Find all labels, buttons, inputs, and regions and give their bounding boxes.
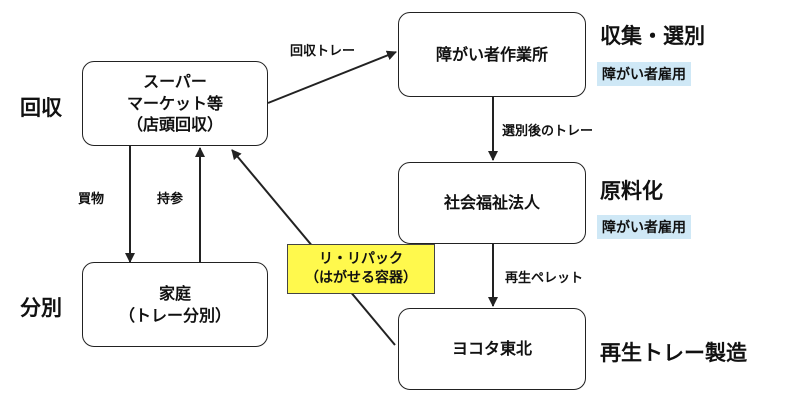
node-supermarket-line-1: スーパー — [143, 72, 207, 92]
badge-workshop-employment: 障がい者雇用 — [597, 62, 691, 86]
edge-label-recycled-pellet: 再生ペレット — [505, 271, 584, 286]
edge-label-collected-tray: 回収トレー — [290, 44, 356, 59]
edge-label-sorted-tray: 選別後のトレー — [502, 124, 594, 139]
arrow-supermarket-to-workshop — [267, 50, 397, 104]
callout-repack-line-2: （はがせる容器） — [305, 270, 417, 286]
node-welfare-label: 社会福祉法人 — [443, 193, 540, 213]
node-yokota: ヨコタ東北 — [398, 308, 586, 390]
node-supermarket-line-3: （店頭回収） — [126, 115, 223, 135]
callout-repack-line-1: リ・リパック — [319, 251, 403, 268]
node-home-line-2: （トレー分別） — [118, 305, 231, 325]
node-supermarket: スーパー マーケット等 （店頭回収） — [82, 61, 268, 146]
badge-welfare-employment: 障がい者雇用 — [597, 215, 691, 239]
stage-raw-material: 原料化 — [600, 179, 663, 203]
node-home-line-1: 家庭 — [158, 283, 191, 303]
stage-remanufacture: 再生トレー製造 — [600, 341, 747, 365]
callout-repack: リ・リパック （はがせる容器） — [287, 244, 435, 294]
stage-collect: 回収 — [20, 96, 62, 120]
node-supermarket-line-2: マーケット等 — [126, 93, 223, 113]
node-welfare: 社会福祉法人 — [398, 162, 586, 244]
node-workshop: 障がい者作業所 — [398, 12, 586, 97]
edge-label-purchase: 買物 — [78, 192, 105, 207]
node-yokota-label: ヨコタ東北 — [451, 339, 532, 359]
node-workshop-label: 障がい者作業所 — [435, 44, 548, 64]
stage-sort: 分別 — [20, 296, 62, 320]
stage-collect-select: 収集・選別 — [600, 24, 705, 48]
node-home: 家庭 （トレー分別） — [82, 262, 268, 347]
edge-label-bring: 持参 — [157, 192, 184, 207]
